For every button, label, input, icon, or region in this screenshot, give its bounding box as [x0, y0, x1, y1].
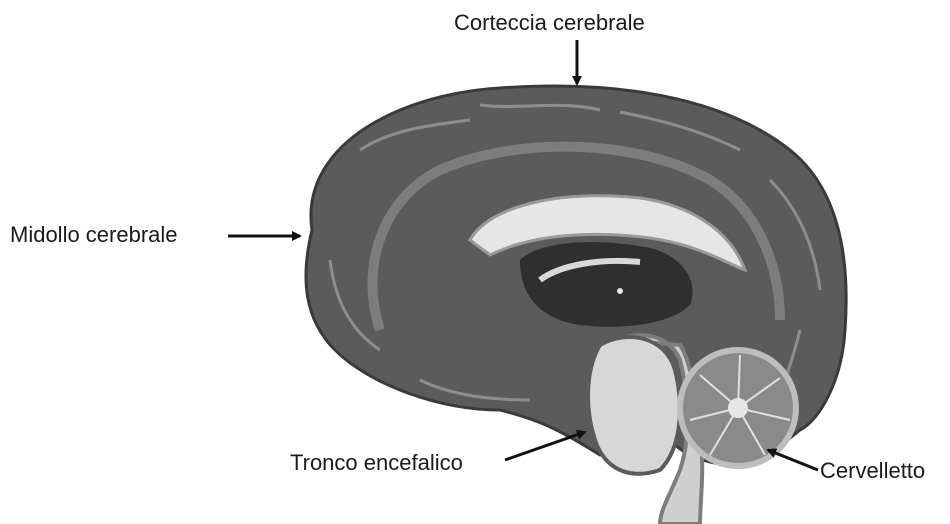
label-tronco-encefalico: Tronco encefalico: [290, 452, 463, 474]
label-cervelletto: Cervelletto: [820, 460, 925, 482]
pineal-dot: [617, 288, 623, 294]
arrow-cervelletto: [768, 450, 818, 470]
pons-shape: [588, 337, 680, 474]
label-corteccia-cerebrale: Corteccia cerebrale: [454, 12, 645, 34]
cerebellum-shape: [680, 350, 796, 466]
label-midollo-cerebrale: Midollo cerebrale: [10, 224, 178, 246]
arrow-tronco: [505, 432, 585, 460]
